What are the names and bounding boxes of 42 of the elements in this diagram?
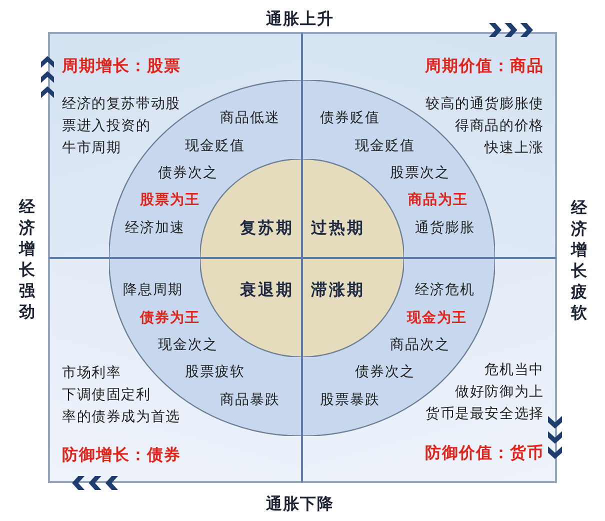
quadrant-heading: 防御增长：债券 [62,445,181,465]
axis-label: 经济增长疲软 [570,197,588,323]
ring-label: 股票疲软 [185,364,245,380]
ring-label: 现金贬值 [185,138,245,154]
quadrant-heading: 周期增长：股票 [62,56,181,76]
ring-label: 股票次之 [390,165,450,181]
ring-label: 商品低迷 [220,110,280,126]
inner-circle-quadrant [303,159,404,257]
ring-label: 经济危机 [415,282,475,298]
ring-label: 股票暴跌 [320,392,380,408]
quadrant-heading: 周期价值：商品 [425,56,544,76]
ring-label: 现金贬值 [355,138,415,154]
ring-label: 债券贬值 [320,110,380,126]
phase-label: 衰退期 [240,280,294,300]
axis-label: 通胀下降 [266,494,334,514]
ring-label: 商品为王 [408,192,468,208]
phase-label: 滞涨期 [311,280,365,300]
ring-label: 现金次之 [158,337,218,353]
axis-label: 经济增长强劲 [18,196,36,322]
ring-label: 商品暴跌 [220,392,280,408]
ring-label: 债券次之 [355,364,415,380]
quadrant-box [302,32,557,258]
quadrant-box [48,258,302,483]
inner-circle-quadrant [303,259,404,357]
axis-label: 通胀上升 [266,9,334,29]
ring-label: 通货膨胀 [415,220,475,236]
phase-label: 过热期 [311,218,365,238]
quadrant-description: 危机当中做好防御为上货币是最安全选择 [424,361,544,424]
phase-label: 复苏期 [240,218,294,238]
quadrant-description: 市场利率下调使固定利率的债券成为首选 [62,364,182,427]
quadrant-description: 经济的复苏带动股票进入投资的牛市周期 [62,95,182,158]
ring-label: 债券次之 [158,165,218,181]
ring-label: 经济加速 [125,220,185,236]
ring-label: 现金为王 [407,310,467,326]
ring-label: 债券为王 [140,310,200,326]
quadrant-description: 较高的通货膨胀使得商品的价格快速上涨 [424,95,544,158]
quadrant-box [302,258,557,483]
quadrant-box [48,32,302,258]
quadrant-heading: 防御价值：货币 [425,443,544,463]
ring-label: 商品次之 [390,337,450,353]
ring-label: 降息周期 [123,282,183,298]
ring-label: 股票为王 [140,192,200,208]
